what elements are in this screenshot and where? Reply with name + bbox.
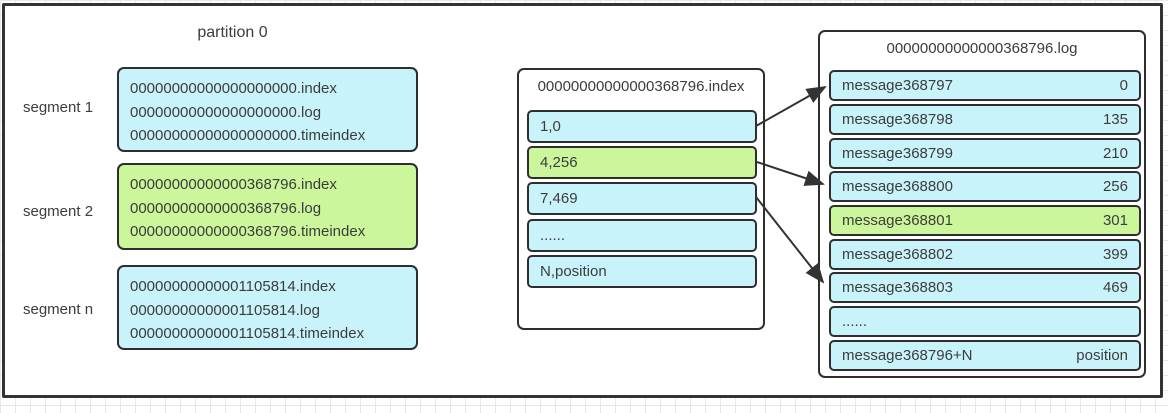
segment-2-files-box: 00000000000000368796.index 0000000000000… — [117, 163, 418, 250]
log-message: message368803 — [842, 279, 953, 296]
log-position: 210 — [1102, 145, 1128, 162]
segment-2-label: segment 2 — [23, 203, 94, 220]
log-message: message368799 — [842, 145, 953, 162]
log-position: position — [1076, 347, 1128, 364]
file-name: 00000000000000000000.index — [130, 80, 337, 97]
segment-n-label: segment n — [23, 301, 94, 318]
log-entry-highlighted: message368801 301 — [829, 205, 1141, 236]
log-entry: message368803 469 — [829, 272, 1141, 303]
segment-1-files-box: 00000000000000000000.index 0000000000000… — [117, 67, 418, 152]
file-name: 00000000000001105814.timeindex — [130, 325, 365, 342]
log-message: message368796+N — [842, 347, 973, 364]
segment-n-files-box: 00000000000001105814.index 0000000000000… — [117, 265, 418, 350]
log-entry: ...... — [829, 306, 1141, 337]
index-entry-text: 1,0 — [540, 118, 561, 135]
index-file-box: 00000000000000368796.index 1,0 4,256 7,4… — [517, 68, 765, 330]
log-position: 301 — [1102, 212, 1128, 229]
log-entry: message368802 399 — [829, 239, 1141, 270]
file-name: 00000000000001105814.log — [130, 301, 320, 319]
index-entry: ...... — [527, 219, 757, 252]
file-name: 00000000000000368796.index — [130, 176, 337, 193]
log-file-title: 00000000000000368796.log — [886, 40, 1078, 57]
index-entry-text: 7,469 — [540, 190, 578, 207]
log-entry: message368798 135 — [829, 104, 1141, 135]
index-entry: 1,0 — [527, 110, 757, 143]
log-message: message368798 — [842, 111, 953, 128]
index-entry-highlighted: 4,256 — [527, 146, 757, 179]
log-message: message368800 — [842, 178, 953, 195]
index-entry: 7,469 — [527, 182, 757, 215]
file-name: 00000000000000368796.log — [130, 199, 322, 217]
file-name: 00000000000001105814.index — [130, 278, 336, 295]
log-position: 399 — [1102, 246, 1128, 263]
file-name: 00000000000000000000.log — [130, 103, 322, 121]
log-message: message368801 — [842, 212, 953, 229]
index-entry: N,position — [527, 255, 757, 288]
partition-title: partition 0 — [197, 24, 268, 41]
log-message: message368797 — [842, 77, 953, 94]
log-message: message368802 — [842, 246, 953, 263]
file-name: 00000000000000368796.timeindex — [130, 223, 366, 240]
index-entry-text: ...... — [540, 227, 566, 244]
log-entry: message368799 210 — [829, 138, 1141, 169]
log-position: 469 — [1102, 279, 1128, 296]
index-entry-text: 4,256 — [540, 154, 578, 171]
log-message: ...... — [842, 313, 868, 330]
file-name: 00000000000000000000.timeindex — [130, 127, 366, 144]
log-position: 135 — [1102, 111, 1128, 128]
index-file-title: 00000000000000368796.index — [537, 78, 745, 95]
segment-1-label: segment 1 — [23, 99, 94, 116]
log-position: 256 — [1102, 178, 1128, 195]
index-entry-text: N,position — [540, 263, 607, 280]
log-entry: message368797 0 — [829, 70, 1141, 101]
log-entry: message368796+N position — [829, 340, 1141, 371]
log-position: 0 — [1119, 77, 1128, 94]
log-entry: message368800 256 — [829, 171, 1141, 202]
